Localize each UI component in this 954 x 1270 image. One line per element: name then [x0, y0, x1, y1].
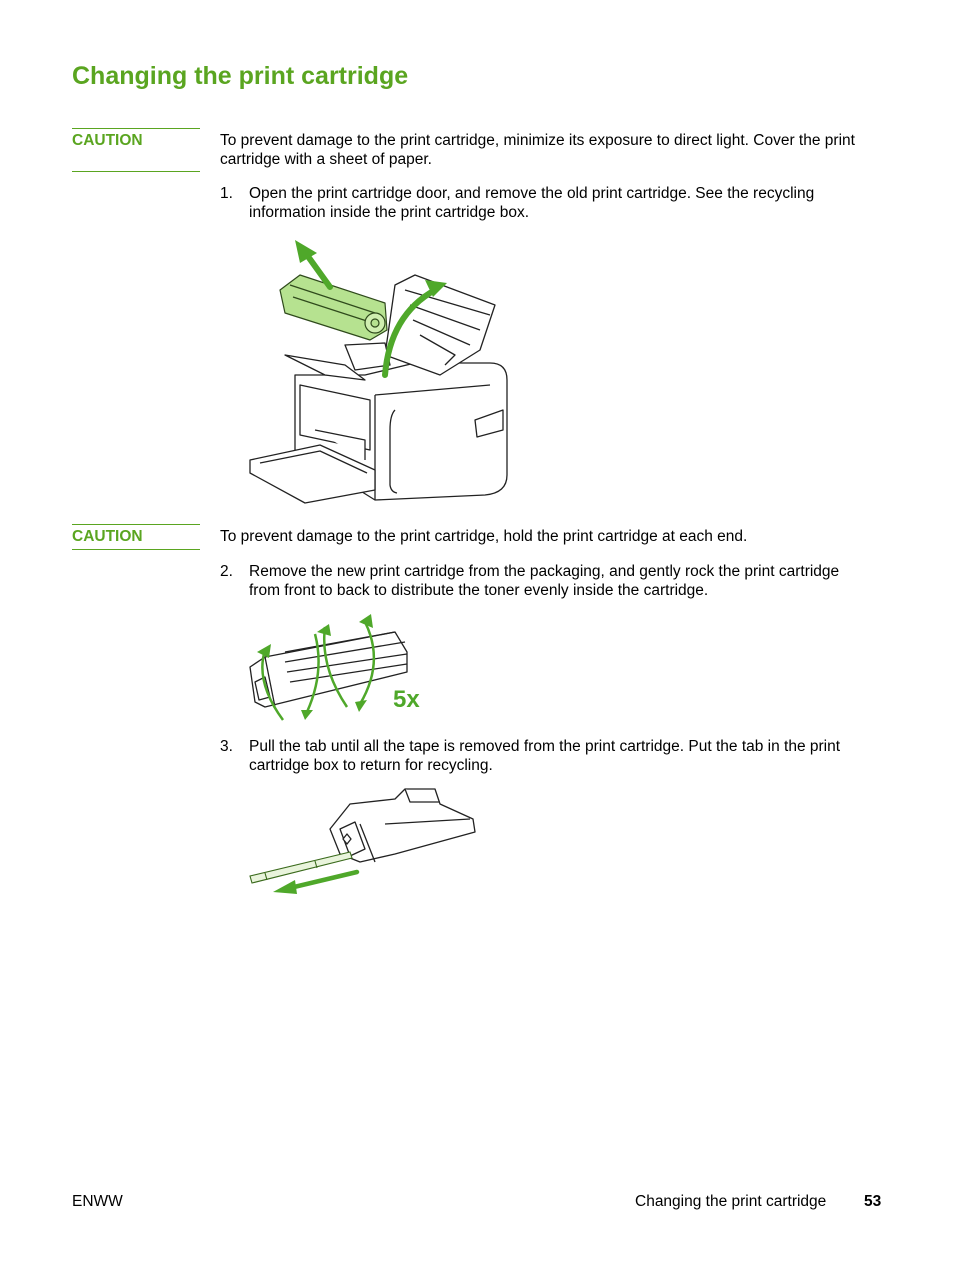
step-text: Remove the new print cartridge from the … [249, 563, 840, 599]
page-title: Changing the print cartridge [72, 62, 409, 90]
caution-note-label-box: CAUTION [72, 524, 200, 550]
rock-count-label: 5x [393, 686, 420, 713]
footer-section: Changing the print cartridge [635, 1193, 827, 1210]
printer-open-illustration [249, 240, 508, 504]
step-number: 2. [220, 563, 233, 580]
caution-text: To prevent damage to the print cartridge… [220, 132, 855, 168]
footer-page-number: 53 [864, 1193, 882, 1210]
step-text: Pull the tab until all the tape is remov… [249, 738, 841, 774]
cartridge-rock-illustration: 5x [249, 614, 420, 721]
caution-text: To prevent damage to the print cartridge… [220, 528, 748, 545]
step-number: 3. [220, 738, 233, 755]
caution-label: CAUTION [72, 528, 143, 545]
cartridge-tape-pull-illustration [249, 788, 476, 894]
caution-label: CAUTION [72, 132, 143, 149]
caution-note-label-box: CAUTION [72, 128, 200, 172]
footer-left: ENWW [72, 1193, 123, 1210]
step-number: 1. [220, 185, 233, 202]
step-text: Open the print cartridge door, and remov… [249, 185, 815, 221]
